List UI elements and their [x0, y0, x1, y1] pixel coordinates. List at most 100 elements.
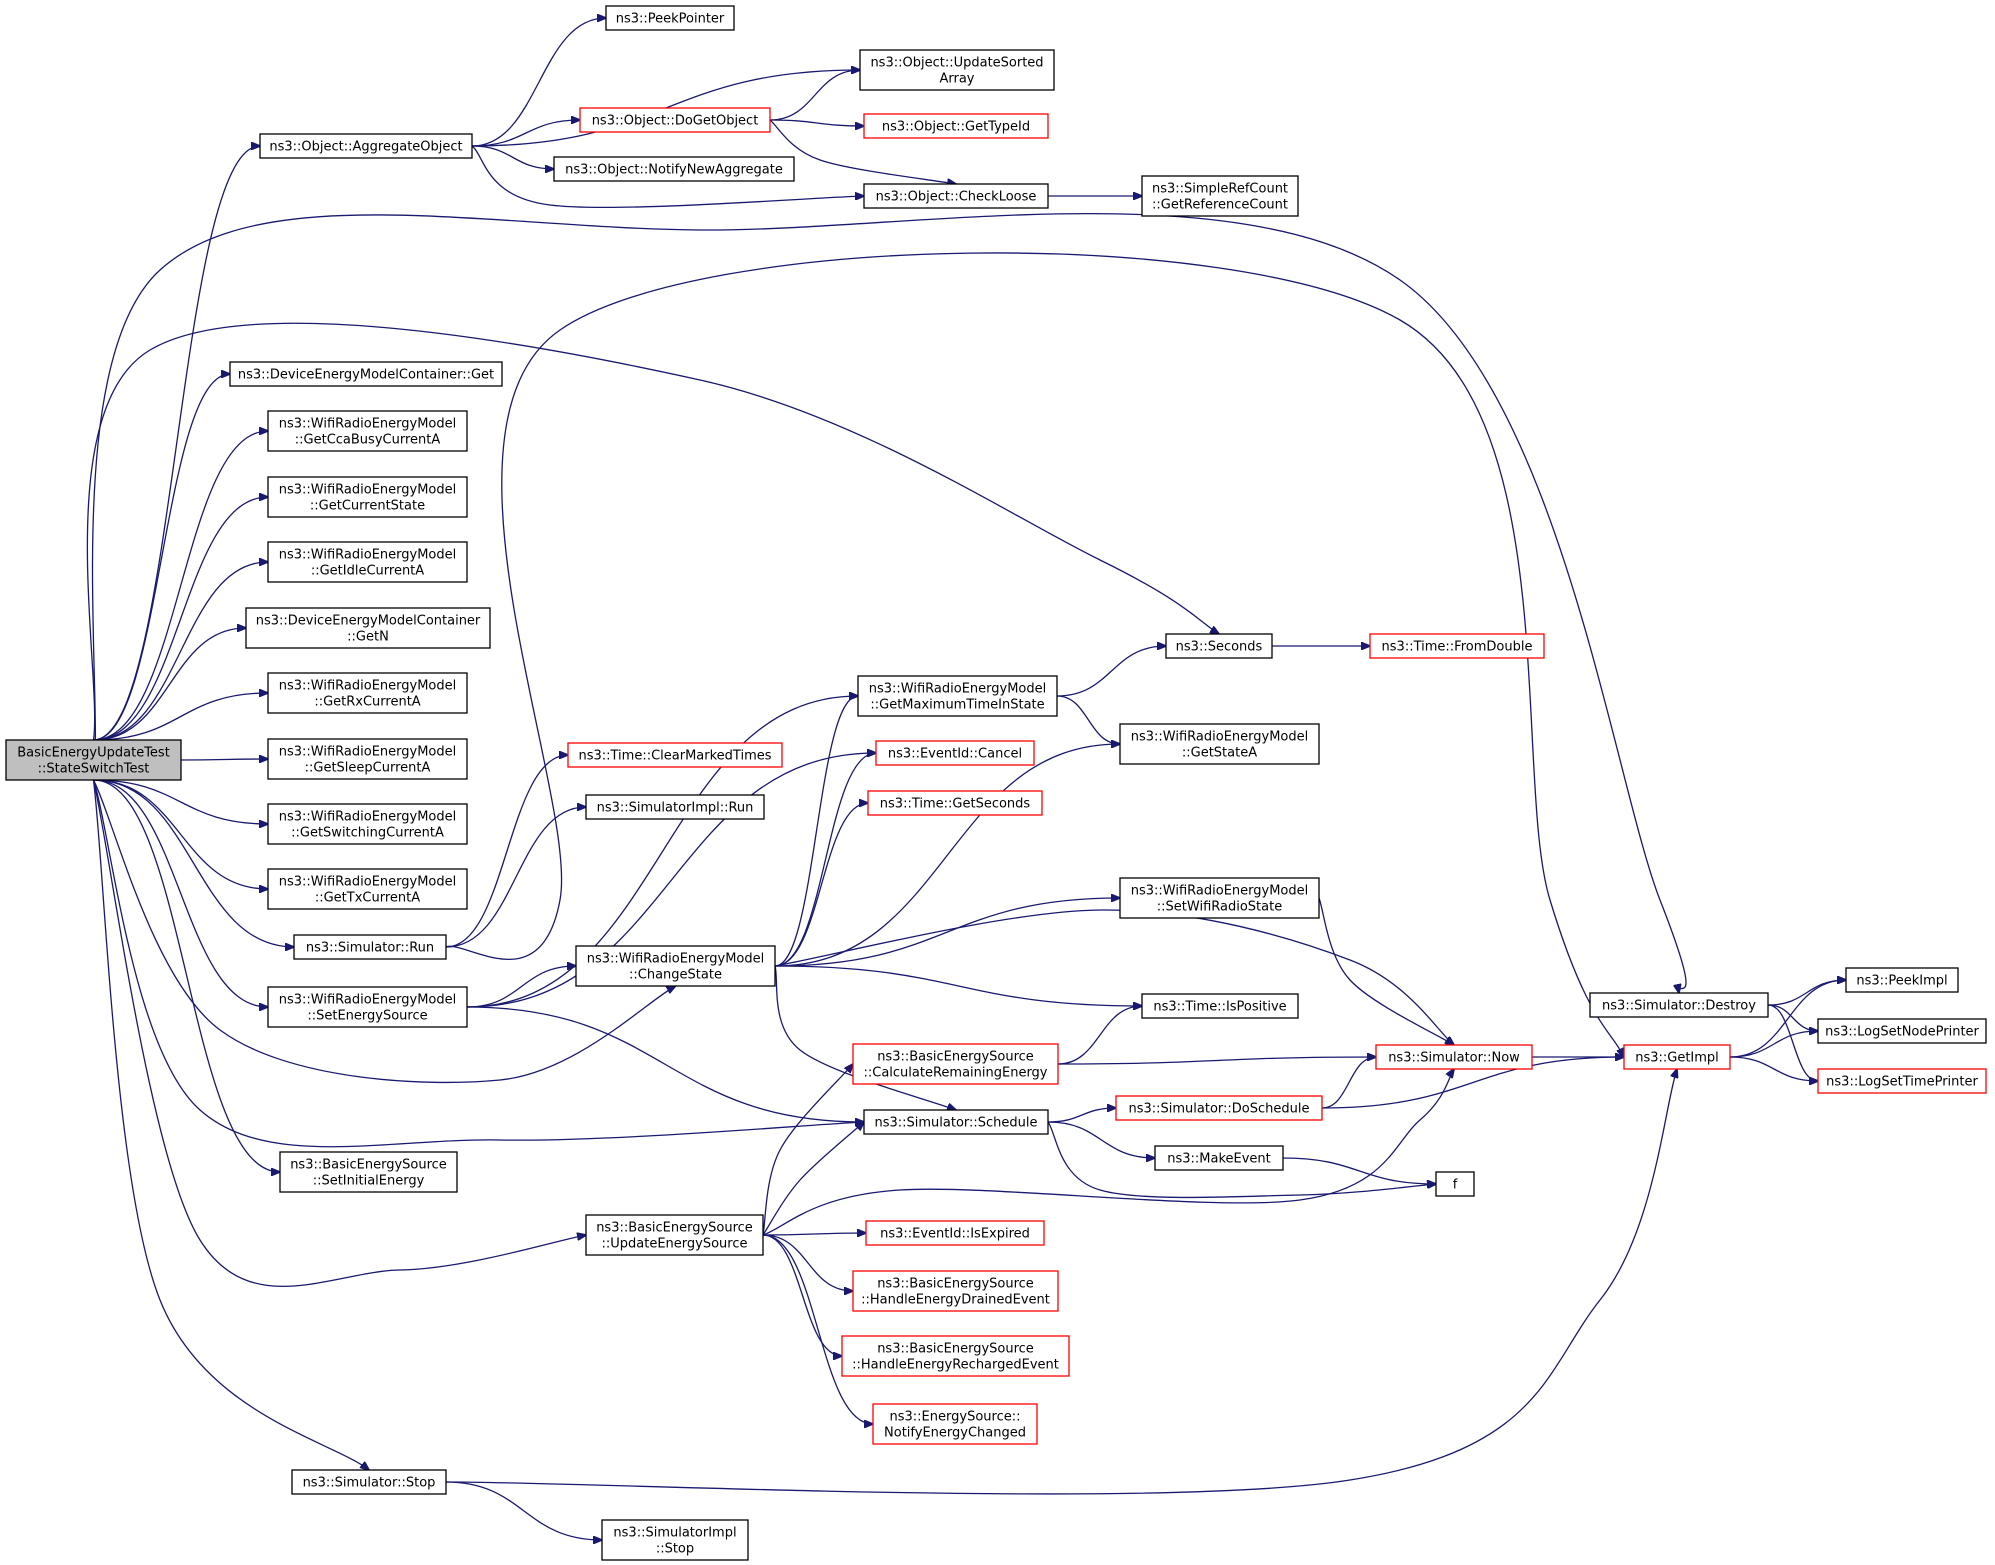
node-getsleep[interactable]: ns3::WifiRadioEnergyModel::GetSleepCurre… [267, 738, 468, 780]
node-setinitial[interactable]: ns3::BasicEnergySource::SetInitialEnergy [279, 1151, 458, 1193]
node-schedule[interactable]: ns3::Simulator::Schedule [863, 1109, 1049, 1135]
node-box-getcurstate [267, 476, 468, 518]
node-getstatea[interactable]: ns3::WifiRadioEnergyModel::GetStateA [1119, 723, 1320, 765]
node-simdestroy[interactable]: ns3::Simulator::Destroy [1589, 992, 1769, 1018]
edge-root-to-getcurstate [93, 497, 269, 741]
node-layer: BasicEnergyUpdateTest::StateSwitchTestns… [5, 5, 1987, 1561]
node-ispositive[interactable]: ns3::Time::IsPositive [1141, 993, 1299, 1019]
node-label-notifynewagg: ns3::Object::NotifyNewAggregate [565, 163, 783, 178]
node-demc_getn[interactable]: ns3::DeviceEnergyModelContainer::GetN [245, 607, 491, 649]
edge-schedule-to-makeevent [1047, 1121, 1155, 1158]
node-clearmarked[interactable]: ns3::Time::ClearMarkedTimes [567, 742, 783, 768]
node-gettx[interactable]: ns3::WifiRadioEnergyModel::GetTxCurrentA [267, 868, 468, 910]
node-box-f [1435, 1171, 1475, 1197]
node-box-getseconds [867, 790, 1043, 816]
node-getidle[interactable]: ns3::WifiRadioEnergyModel::GetIdleCurren… [267, 541, 468, 583]
edge-getmaxtime-to-getstatea [1056, 695, 1120, 744]
node-box-simdestroy [1589, 992, 1769, 1018]
node-simnow[interactable]: ns3::Simulator::Now [1375, 1044, 1533, 1070]
node-label-simimplstop-line1: ns3::SimulatorImpl [613, 1526, 736, 1541]
edge-makeevent-to-f [1282, 1157, 1436, 1184]
edge-calcremain-to-simnow [1057, 1057, 1376, 1065]
node-peekimpl[interactable]: ns3::PeekImpl [1845, 967, 1959, 993]
node-box-handlerecharged [841, 1335, 1070, 1377]
node-simimplrun[interactable]: ns3::SimulatorImpl::Run [585, 794, 765, 820]
node-label-peekimpl: ns3::PeekImpl [1856, 974, 1947, 989]
node-handledrained[interactable]: ns3::BasicEnergySource::HandleEnergyDrai… [852, 1270, 1059, 1312]
node-getrx[interactable]: ns3::WifiRadioEnergyModel::GetRxCurrentA [267, 672, 468, 714]
node-logtimeprinter[interactable]: ns3::LogSetTimePrinter [1817, 1068, 1987, 1094]
node-box-getimpl [1623, 1044, 1731, 1070]
node-label-notifychanged-line2: NotifyEnergyChanged [884, 1426, 1026, 1441]
node-simimplstop[interactable]: ns3::SimulatorImpl::Stop [601, 1519, 749, 1561]
node-getcurstate[interactable]: ns3::WifiRadioEnergyModel::GetCurrentSta… [267, 476, 468, 518]
node-simstop[interactable]: ns3::Simulator::Stop [291, 1469, 447, 1495]
node-notifynewagg[interactable]: ns3::Object::NotifyNewAggregate [553, 156, 795, 182]
node-lognodeprinter[interactable]: ns3::LogSetNodePrinter [1817, 1018, 1987, 1044]
node-label-handledrained-line1: ns3::BasicEnergySource [877, 1277, 1034, 1292]
node-changestate[interactable]: ns3::WifiRadioEnergyModel::ChangeState [575, 945, 776, 987]
edge-root-to-updateenergy [92, 779, 587, 1287]
node-box-checkloose [863, 183, 1049, 209]
node-box-getrefcount [1141, 175, 1299, 217]
node-setenergysrc[interactable]: ns3::WifiRadioEnergyModel::SetEnergySour… [267, 986, 468, 1028]
node-calcremain[interactable]: ns3::BasicEnergySource::CalculateRemaini… [852, 1043, 1059, 1085]
node-label-root-line2: ::StateSwitchTest [38, 762, 150, 777]
node-getimpl[interactable]: ns3::GetImpl [1623, 1044, 1731, 1070]
node-label-isexpired: ns3::EventId::IsExpired [880, 1227, 1030, 1242]
node-label-fromdouble: ns3::Time::FromDouble [1382, 640, 1533, 655]
edge-root-to-simstop [92, 779, 370, 1470]
edge-root-to-getrx [93, 693, 269, 741]
edge-changestate-to-simnow [774, 909, 1454, 1045]
edge-simrun-to-getimpl [445, 252, 1624, 1057]
node-box-root [5, 739, 182, 781]
node-label-handlerecharged-line1: ns3::BasicEnergySource [877, 1342, 1034, 1357]
node-label-getimpl: ns3::GetImpl [1635, 1051, 1719, 1066]
node-f[interactable]: f [1435, 1171, 1475, 1197]
edge-changestate-to-schedule [774, 965, 956, 1110]
edge-simrun-to-clearmarked [445, 755, 568, 948]
edge-updateenergy-to-calcremain [762, 1064, 853, 1236]
node-box-changestate [575, 945, 776, 987]
edge-root-to-simrun [93, 779, 295, 947]
node-label-getrx-line1: ns3::WifiRadioEnergyModel [279, 679, 457, 694]
node-demc_get[interactable]: ns3::DeviceEnergyModelContainer::Get [229, 361, 503, 387]
node-setwifistate[interactable]: ns3::WifiRadioEnergyModel::SetWifiRadioS… [1119, 877, 1320, 919]
node-checkloose[interactable]: ns3::Object::CheckLoose [863, 183, 1049, 209]
node-gettypeid[interactable]: ns3::Object::GetTypeId [863, 113, 1049, 139]
node-eventcancel[interactable]: ns3::EventId::Cancel [875, 740, 1035, 766]
node-label-updatesorted-line1: ns3::Object::UpdateSorted [870, 56, 1043, 71]
node-label-calcremain-line1: ns3::BasicEnergySource [877, 1050, 1034, 1065]
edge-simdestroy-to-peekimpl [1767, 980, 1846, 1006]
edge-updateenergy-to-handlerecharged [762, 1234, 842, 1356]
node-updateenergy[interactable]: ns3::BasicEnergySource::UpdateEnergySour… [585, 1214, 764, 1256]
node-box-lognodeprinter [1817, 1018, 1987, 1044]
node-getccabusy[interactable]: ns3::WifiRadioEnergyModel::GetCcaBusyCur… [267, 410, 468, 452]
node-getrefcount[interactable]: ns3::SimpleRefCount::GetReferenceCount [1141, 175, 1299, 217]
node-aggregate[interactable]: ns3::Object::AggregateObject [259, 133, 473, 159]
node-label-doschedule: ns3::Simulator::DoSchedule [1128, 1102, 1309, 1117]
node-notifychanged[interactable]: ns3::EnergySource::NotifyEnergyChanged [872, 1403, 1038, 1445]
node-getmaxtime[interactable]: ns3::WifiRadioEnergyModel::GetMaximumTim… [857, 675, 1058, 717]
node-isexpired[interactable]: ns3::EventId::IsExpired [865, 1220, 1045, 1246]
node-label-demc_get: ns3::DeviceEnergyModelContainer::Get [238, 368, 494, 383]
node-box-fromdouble [1369, 633, 1545, 659]
edge-root-to-seconds [86, 322, 1219, 741]
node-box-getccabusy [267, 410, 468, 452]
node-getseconds[interactable]: ns3::Time::GetSeconds [867, 790, 1043, 816]
node-simrun[interactable]: ns3::Simulator::Run [293, 934, 447, 960]
node-dogetobject[interactable]: ns3::Object::DoGetObject [579, 107, 771, 133]
node-makeevent[interactable]: ns3::MakeEvent [1154, 1145, 1284, 1171]
node-label-simstop: ns3::Simulator::Stop [303, 1476, 436, 1491]
node-box-doschedule [1115, 1095, 1323, 1121]
node-getswitching[interactable]: ns3::WifiRadioEnergyModel::GetSwitchingC… [267, 803, 468, 845]
node-peekpointer[interactable]: ns3::PeekPointer [605, 5, 735, 31]
node-label-getstatea-line2: ::GetStateA [1182, 746, 1257, 761]
node-seconds[interactable]: ns3::Seconds [1165, 633, 1273, 659]
node-doschedule[interactable]: ns3::Simulator::DoSchedule [1115, 1095, 1323, 1121]
node-fromdouble[interactable]: ns3::Time::FromDouble [1369, 633, 1545, 659]
edge-getimpl-to-logtimeprinter [1729, 1056, 1818, 1081]
node-label-setinitial-line1: ns3::BasicEnergySource [290, 1158, 447, 1173]
node-handlerecharged[interactable]: ns3::BasicEnergySource::HandleEnergyRech… [841, 1335, 1070, 1377]
